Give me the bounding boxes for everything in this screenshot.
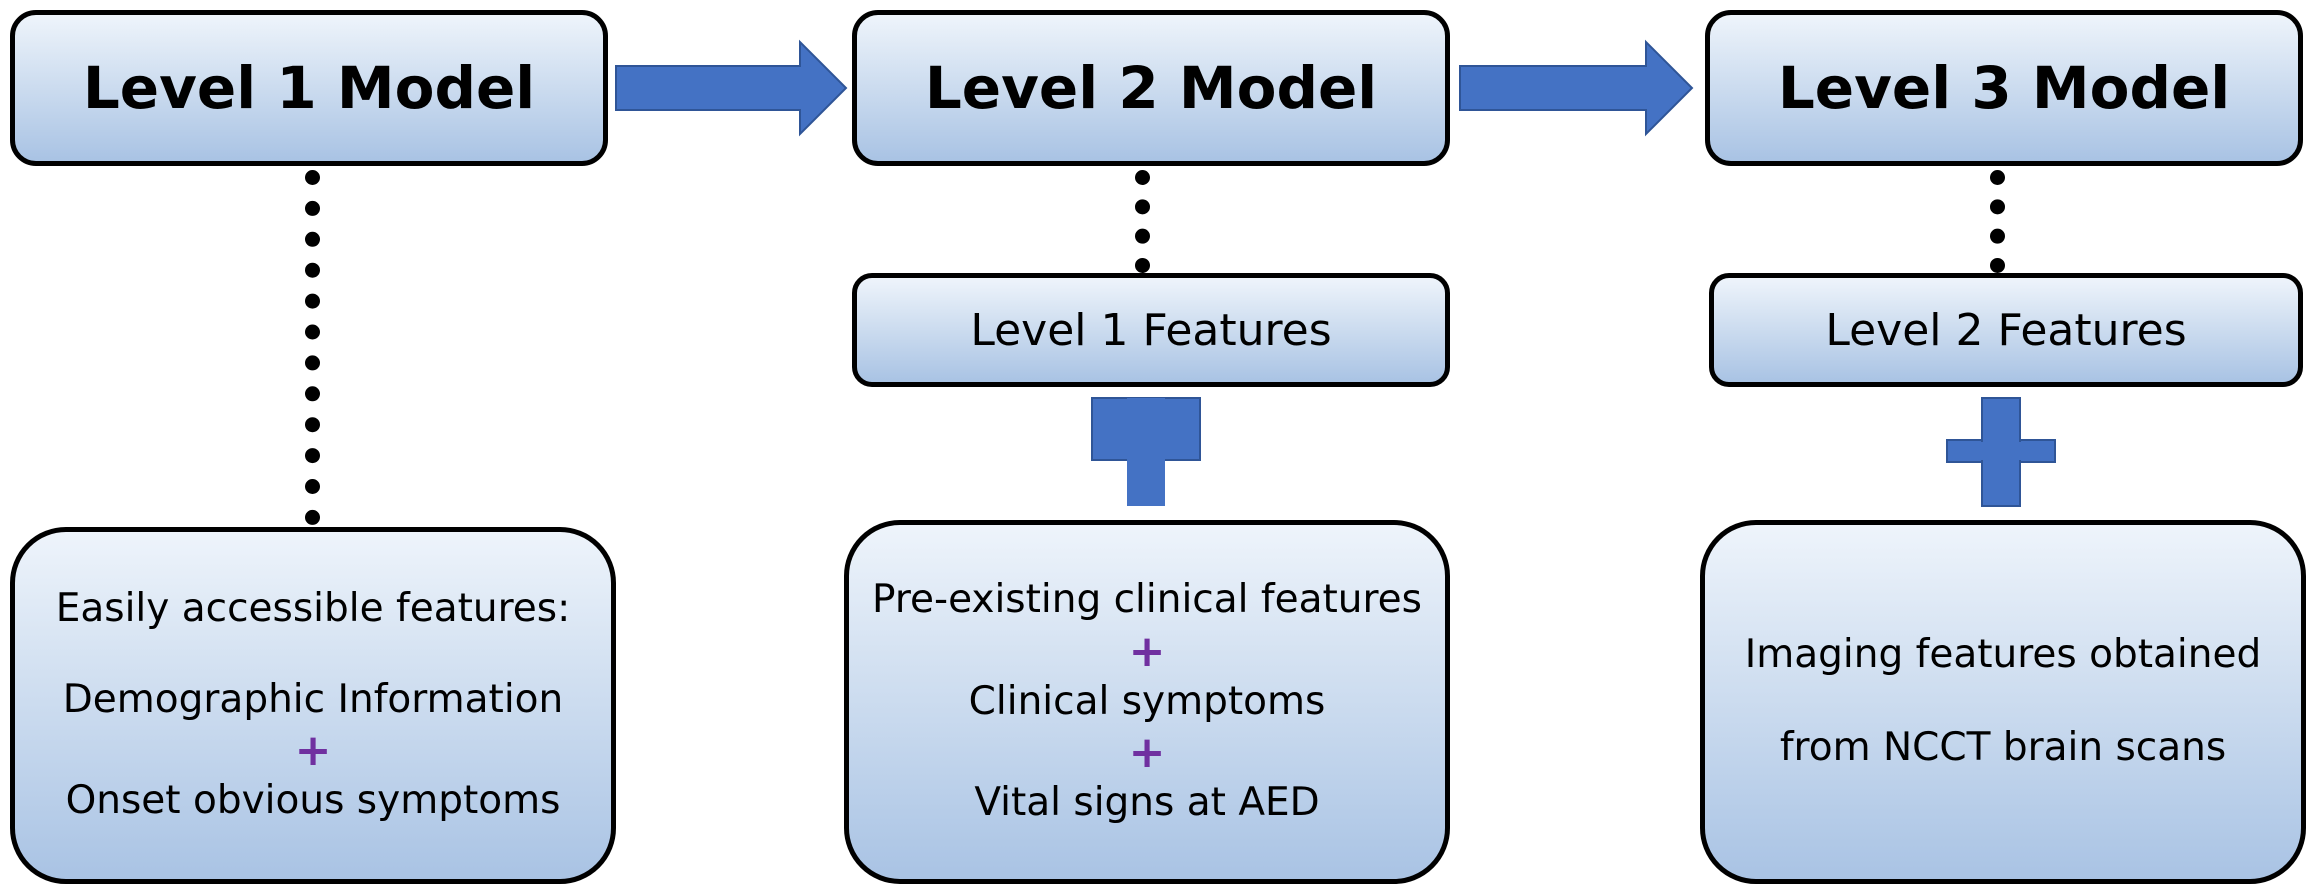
dotted-connector (305, 170, 320, 525)
dotted-connector (1135, 170, 1150, 273)
demographic-information-text: Demographic Information (62, 676, 564, 722)
vital-signs-text: Vital signs at AED (974, 780, 1320, 826)
level-2-features-box: Level 2 Features (1709, 273, 2303, 387)
level-1-model-label: Level 1 Model (82, 54, 536, 122)
plus-icon (1091, 397, 1201, 506)
clinical-symptoms-text: Clinical symptoms (968, 678, 1326, 724)
onset-obvious-symptoms-text: Onset obvious symptoms (65, 778, 561, 824)
level-2-model-box: Level 2 Model (852, 10, 1450, 166)
plus-icon: + (1128, 625, 1166, 677)
right-arrow-icon (1459, 39, 1694, 137)
imaging-features-text: Imaging features obtained (1744, 632, 2262, 678)
plus-icon: + (1128, 727, 1166, 779)
level-2-model-label: Level 2 Model (924, 54, 1378, 122)
level-3-model-label: Level 3 Model (1777, 54, 2231, 122)
level-3-detail-box: Imaging features obtained from NCCT brai… (1700, 520, 2306, 884)
easily-accessible-heading: Easily accessible features: (55, 585, 571, 631)
level-2-detail-box: Pre-existing clinical features + Clinica… (844, 520, 1450, 884)
plus-icon (1946, 397, 2056, 507)
ncct-brain-scans-text: from NCCT brain scans (1779, 725, 2227, 770)
level-2-features-label: Level 2 Features (1825, 304, 2187, 356)
level-1-features-label: Level 1 Features (970, 304, 1332, 356)
pre-existing-clinical-features-text: Pre-existing clinical features (872, 576, 1422, 622)
level-3-model-box: Level 3 Model (1705, 10, 2303, 166)
right-arrow-icon (615, 39, 848, 137)
plus-icon: + (294, 725, 332, 777)
level-1-detail-box: Easily accessible features: Demographic … (10, 527, 616, 884)
level-1-features-box: Level 1 Features (852, 273, 1450, 387)
dotted-connector (1990, 170, 2005, 273)
level-1-model-box: Level 1 Model (10, 10, 608, 166)
